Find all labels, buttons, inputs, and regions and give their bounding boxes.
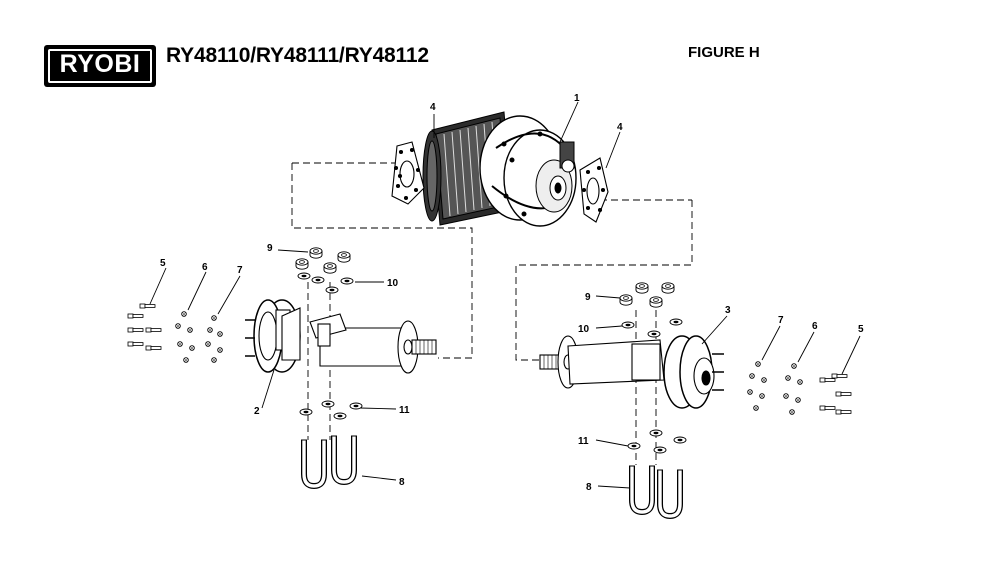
logo-text: RYOBI [59, 50, 141, 78]
flat-washers-right-bottom [627, 429, 687, 454]
callout-9-left: 9 [267, 243, 273, 254]
motor-gearbox-assembly [422, 111, 577, 227]
nuts-right [619, 282, 675, 308]
callout-11-left: 11 [399, 405, 410, 416]
callout-6-left: 6 [202, 262, 208, 273]
leader-lines [149, 101, 861, 489]
callout-7-right: 7 [778, 315, 784, 326]
ryobi-logo: RYOBI [44, 45, 156, 87]
callout-10-right: 10 [578, 324, 590, 335]
callout-4-right: 4 [617, 122, 623, 133]
lock-washers-right [783, 363, 803, 415]
callout-1: 1 [574, 93, 580, 104]
right-axle-hub-assembly [539, 335, 724, 409]
washers-right [747, 361, 767, 411]
left-axle-hub-assembly [245, 299, 437, 374]
callout-labels: 1 4 4 5 6 7 9 10 2 11 8 9 10 3 7 6 5 11 … [160, 93, 864, 493]
u-bolts-right [629, 466, 683, 516]
callout-5-left: 5 [160, 258, 166, 269]
flat-washers-right-top [621, 318, 683, 338]
model-numbers: RY48110/RY48111/RY48112 [166, 44, 429, 67]
figure-label: FIGURE H [688, 44, 760, 61]
callout-3: 3 [725, 305, 731, 316]
callout-8-left: 8 [399, 477, 405, 488]
lock-washers-left [175, 311, 195, 363]
callout-8-right: 8 [586, 482, 592, 493]
callout-11-right: 11 [578, 436, 589, 447]
flat-washers-left-top [297, 272, 354, 294]
callout-9-right: 9 [585, 292, 591, 303]
callout-4-left: 4 [430, 102, 436, 113]
mounting-plate-right [579, 157, 609, 223]
callout-5-right: 5 [858, 324, 864, 335]
callout-6-right: 6 [812, 321, 818, 332]
callout-7-left: 7 [237, 265, 243, 276]
mounting-plate-left [391, 141, 425, 205]
flat-washers-left-bottom [299, 400, 363, 420]
bolts-left [127, 303, 162, 351]
callout-2: 2 [254, 406, 260, 417]
logo-border [48, 49, 152, 83]
u-bolts-left [301, 436, 357, 486]
bolts-right [819, 373, 852, 415]
callout-10-left: 10 [387, 278, 399, 289]
washers-left [205, 315, 223, 363]
header: RYOBI RY48110/RY48111/RY48112 FIGURE H [0, 0, 1000, 100]
